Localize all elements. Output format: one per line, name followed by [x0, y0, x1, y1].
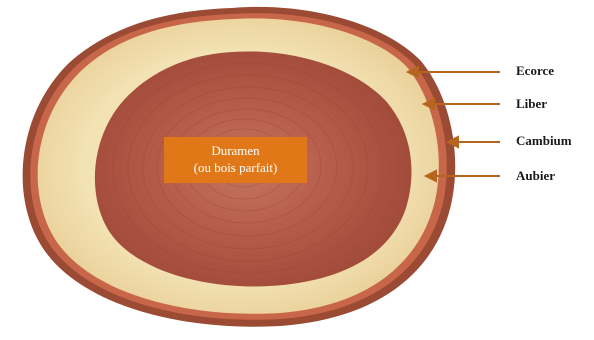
label-liber: Liber [516, 96, 547, 112]
duramen-label: Duramen [164, 142, 307, 159]
label-aubier: Aubier [516, 168, 555, 184]
duramen-label-box: Duramen (ou bois parfait) [164, 137, 307, 183]
duramen-sublabel: (ou bois parfait) [164, 159, 307, 176]
label-ecorce: Ecorce [516, 63, 554, 79]
label-cambium: Cambium [516, 133, 572, 149]
